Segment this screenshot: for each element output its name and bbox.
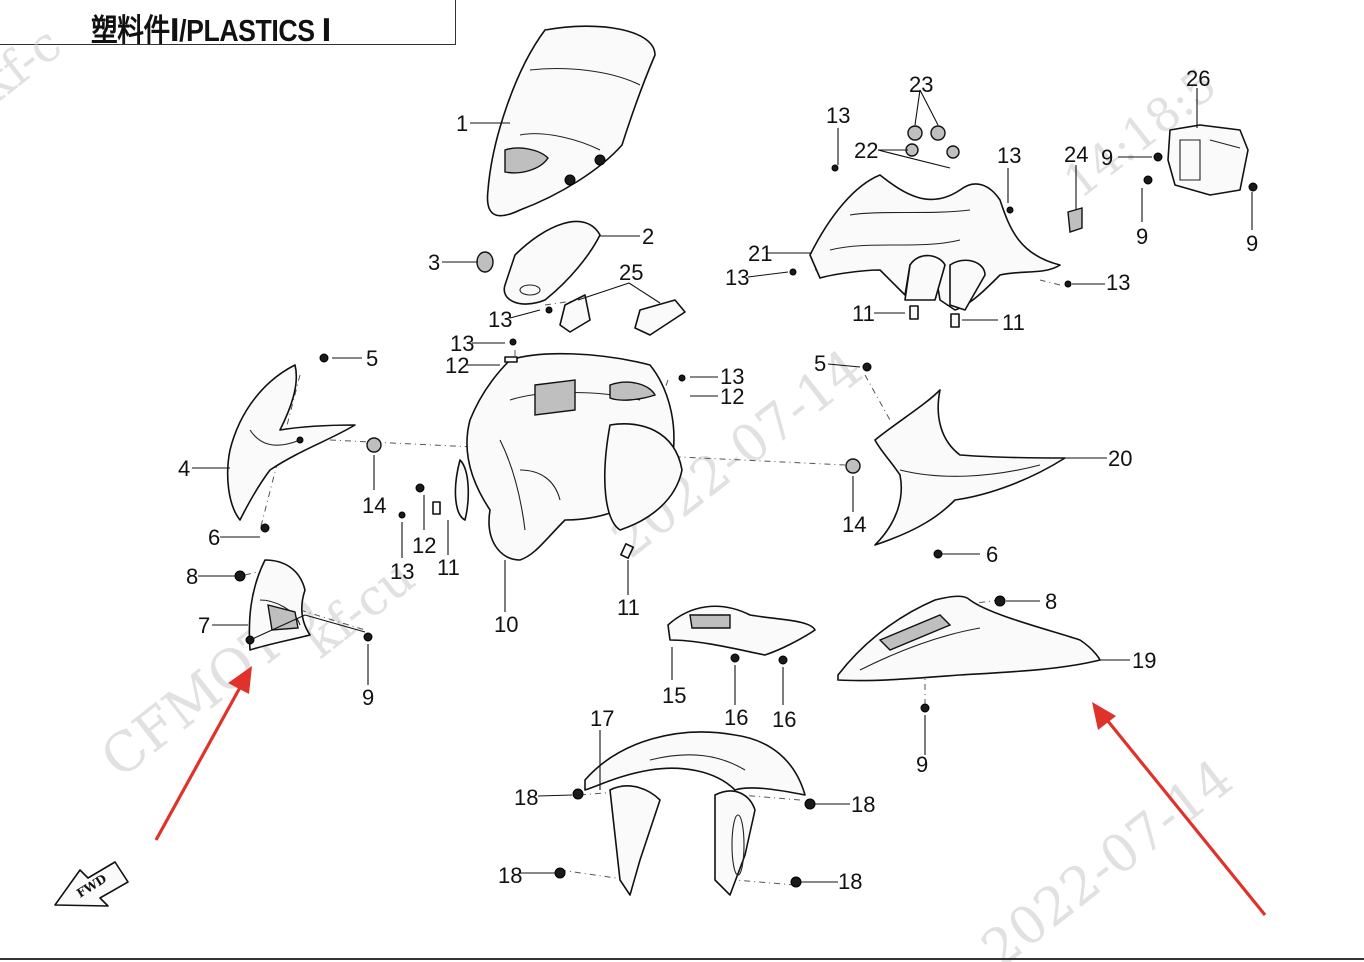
- part-instrument-housing: [809, 125, 1061, 311]
- callout-18-bottom-right: 18: [838, 869, 862, 894]
- callout-13-housing-left: 13: [725, 265, 749, 290]
- callout-9-lower: 9: [916, 752, 928, 777]
- callout-4: 4: [178, 456, 190, 481]
- callout-2: 2: [642, 224, 654, 249]
- page-title: 塑料件Ⅰ/PLASTICS Ⅰ: [91, 13, 332, 48]
- part-right-side-panel: [874, 389, 1066, 546]
- callout-13-housing-right: 13: [1106, 270, 1130, 295]
- callout-8-right: 8: [1045, 589, 1057, 614]
- callout-14-right: 14: [842, 512, 866, 537]
- part-mount-bracket: [1167, 124, 1249, 196]
- callout-12-right: 12: [720, 384, 744, 409]
- bottom-border: [0, 958, 1364, 960]
- callout-11-housing-right: 11: [1002, 310, 1025, 335]
- callout-11-cowl-left: 11: [437, 555, 460, 580]
- part-plates: [559, 294, 686, 336]
- callout-10: 10: [494, 612, 518, 637]
- callout-17: 17: [590, 706, 614, 731]
- callout-3: 3: [428, 250, 440, 275]
- callout-19: 19: [1132, 648, 1156, 673]
- callout-14-left: 14: [362, 493, 386, 518]
- callout-9-left: 9: [362, 685, 374, 710]
- callout-13-cowl-right: 13: [720, 364, 744, 389]
- callout-13-housing-top: 13: [826, 103, 850, 128]
- callout-8-left: 8: [186, 564, 198, 589]
- callout-6-right: 6: [986, 542, 998, 567]
- callout-23: 23: [909, 72, 933, 97]
- annotation-arrow-left: [154, 681, 245, 841]
- annotation-arrow-right: [1101, 713, 1267, 917]
- part-screen-bracket: [503, 220, 601, 305]
- callout-24: 24: [1064, 142, 1088, 167]
- callout-labels: 1 2 3 4 5 5 6 6 7 8 8 9 9 9 9 9 10 11 11…: [178, 66, 1258, 894]
- callout-6-left: 6: [208, 525, 220, 550]
- part-front-fender: [584, 731, 806, 896]
- hardware-fasteners: [234, 152, 1258, 888]
- forward-direction-indicator: FWD: [54, 861, 129, 907]
- callout-18-top-right: 18: [851, 792, 875, 817]
- callout-22: 22: [854, 138, 878, 163]
- callout-7: 7: [198, 613, 210, 638]
- callout-16-right: 16: [772, 707, 796, 732]
- part-left-side-panel: [226, 364, 356, 521]
- arrow-head-left-icon: [228, 666, 252, 694]
- watermark-date-2: 2022-07-14: [971, 748, 1244, 962]
- title-box: 塑料件Ⅰ/PLASTICS Ⅰ: [0, 0, 456, 48]
- part-clip: [1067, 207, 1083, 233]
- callout-13-cowl-bottom: 13: [390, 559, 414, 584]
- leader-lines: [192, 88, 1253, 883]
- annotation-arrows: [154, 666, 1267, 917]
- callout-13-bracket: 13: [488, 307, 512, 332]
- callout-13-cowl-top: 13: [450, 331, 474, 356]
- callout-13-housing-right-top: 13: [997, 143, 1021, 168]
- callout-18-bottom-left: 18: [498, 863, 522, 888]
- watermark-site-1: kf-c: [0, 16, 72, 114]
- callout-9-bracket-left: 9: [1136, 224, 1148, 249]
- callout-11-cowl-right: 11: [617, 595, 640, 620]
- callout-9-bracket-right: 9: [1246, 231, 1258, 256]
- callout-20: 20: [1108, 446, 1132, 471]
- callout-11-housing-left: 11: [852, 301, 875, 326]
- callout-25: 25: [619, 260, 643, 285]
- callout-12-top: 12: [445, 353, 469, 378]
- part-windscreen: [486, 25, 656, 217]
- part-front-cowl: [454, 352, 683, 561]
- part-small-panel: [248, 559, 311, 651]
- arrow-head-right-icon: [1092, 702, 1116, 730]
- part-lower-cowl: [837, 595, 1101, 682]
- callout-21: 21: [748, 241, 772, 266]
- callout-18-top-left: 18: [514, 785, 538, 810]
- callout-12-bottom: 12: [412, 533, 436, 558]
- part-grommet: [476, 251, 494, 273]
- callout-9-bracket-top: 9: [1101, 145, 1113, 170]
- part-inner-panel: [667, 605, 816, 656]
- callout-5-left: 5: [366, 346, 378, 371]
- callout-15: 15: [662, 683, 686, 708]
- callout-1: 1: [456, 111, 468, 136]
- callout-5-right: 5: [814, 351, 826, 376]
- callout-16-left: 16: [724, 705, 748, 730]
- callout-26: 26: [1186, 66, 1210, 91]
